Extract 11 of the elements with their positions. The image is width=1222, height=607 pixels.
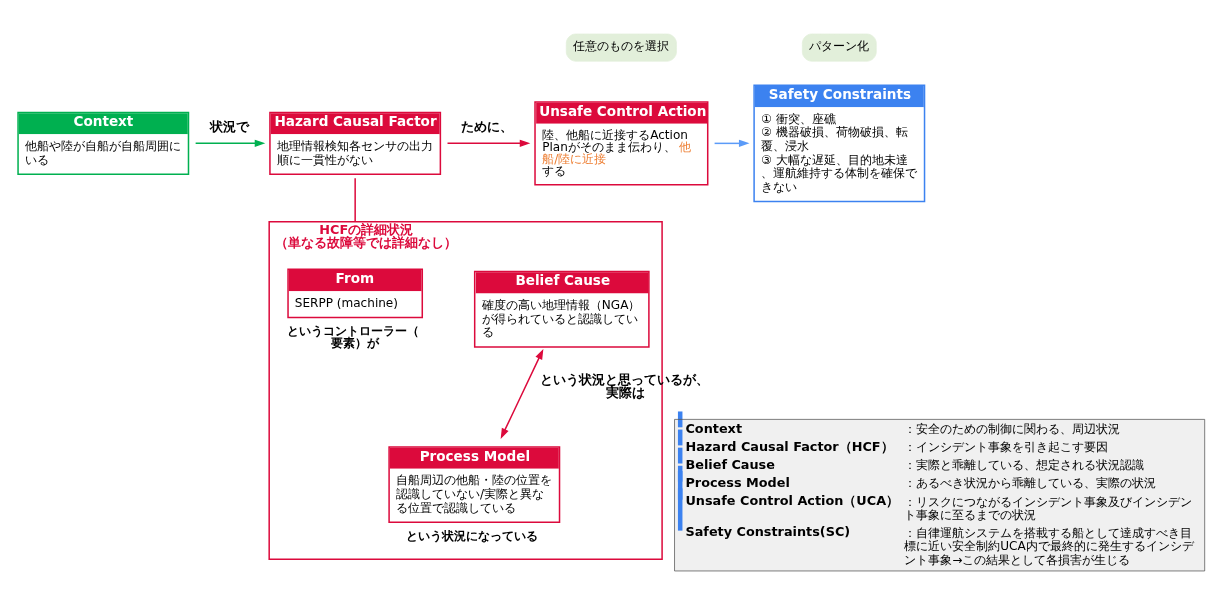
node-label: というコントローラー（要素）が (287, 323, 420, 350)
edge-label: 状況で (209, 118, 249, 134)
connector (354, 176, 356, 223)
node-box: パターン化 (802, 33, 877, 62)
arrow (500, 348, 544, 439)
node-label: という状況になっている (406, 528, 539, 543)
edge-label: ために、 (461, 118, 514, 134)
node-box: 任意のものを選択 (565, 33, 677, 62)
arrow (446, 139, 531, 147)
arrow (194, 139, 266, 147)
arrow (713, 139, 750, 147)
